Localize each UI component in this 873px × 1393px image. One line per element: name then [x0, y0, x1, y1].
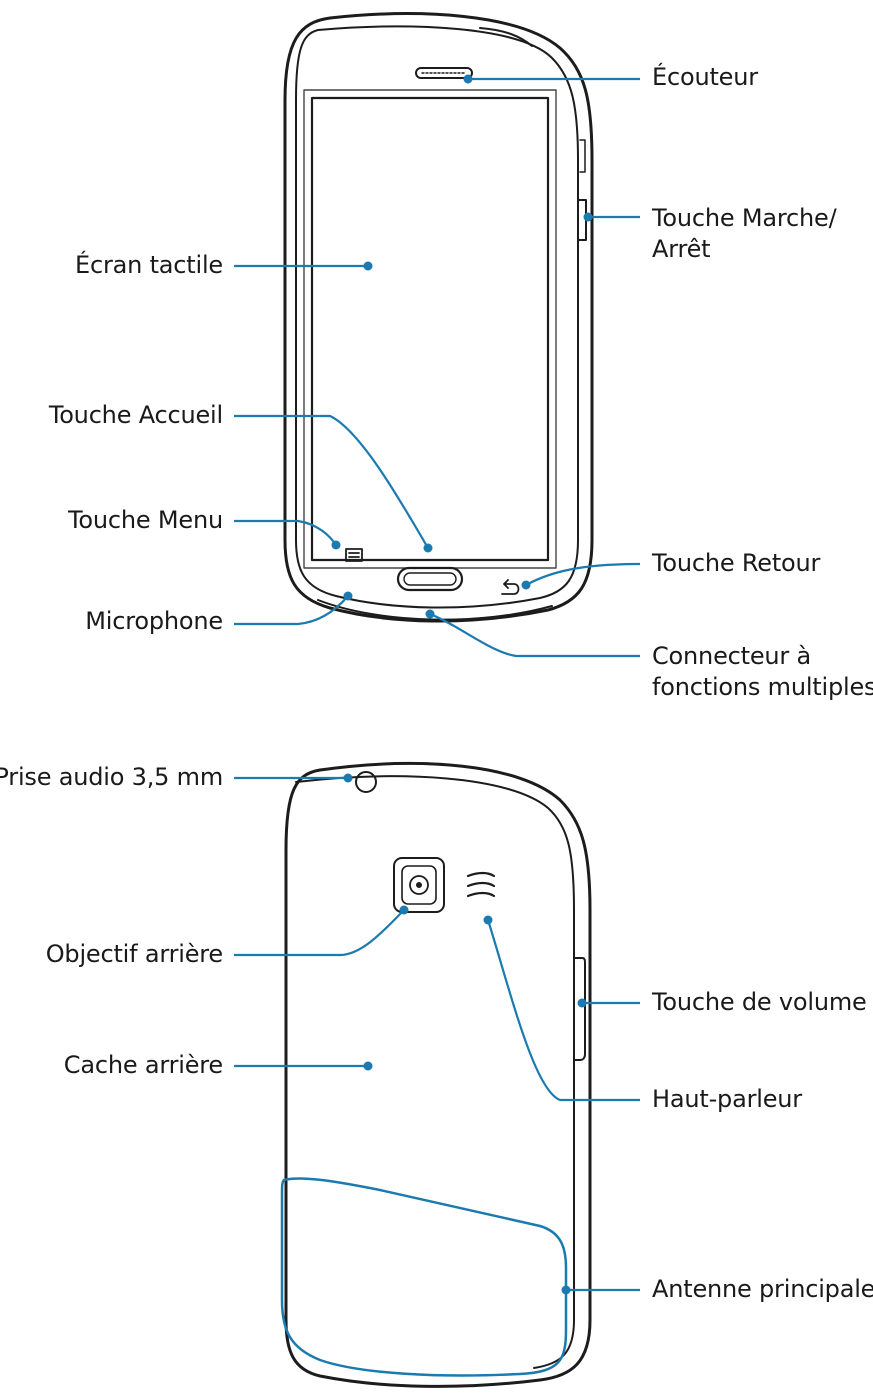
audio-jack-icon: [355, 771, 377, 793]
front-phone: [283, 12, 594, 623]
label-marche-arret: Touche Marche/ Arrêt: [652, 203, 837, 265]
leader-haut-parleur: [486, 919, 640, 1102]
back-leader-dots: [343, 773, 587, 1295]
touchscreen: [310, 96, 550, 562]
label-microphone-text: Microphone: [85, 607, 223, 635]
leader-connecteur: [429, 612, 640, 658]
back-leader-lines: [234, 776, 640, 1292]
label-volume: Touche de volume: [652, 987, 867, 1018]
front-bottom-edge: [317, 599, 553, 621]
back-body-outline: [284, 762, 592, 1388]
leader-microphone: [234, 595, 349, 626]
label-menu: Touche Menu: [68, 505, 223, 536]
earpiece-icon: [415, 67, 473, 79]
front-leader-dots: [331, 74, 593, 619]
label-ecouteur: Écouteur: [652, 62, 758, 93]
label-connecteur-line1: Connecteur à: [652, 642, 812, 670]
front-bezel: [295, 25, 579, 609]
label-antenne-text: Antenne principale: [652, 1275, 873, 1303]
rear-camera-icon: [393, 857, 445, 913]
label-marche-arret-line1: Touche Marche/: [652, 204, 837, 232]
label-ecran: Écran tactile: [75, 250, 223, 281]
front-body-outline: [283, 12, 594, 623]
touchscreen-glass: [303, 89, 557, 569]
front-top-edge: [479, 27, 533, 47]
label-prise-audio-text: Prise audio 3,5 mm: [0, 763, 223, 791]
leader-accueil: [234, 414, 429, 549]
front-leader-lines: [234, 77, 641, 658]
leader-objectif: [234, 909, 405, 957]
label-antenne: Antenne principale: [652, 1274, 873, 1305]
label-objectif-text: Objectif arrière: [45, 940, 223, 968]
label-volume-text: Touche de volume: [652, 988, 867, 1016]
home-key-icon: [396, 566, 464, 592]
speaker-grille-icon: [466, 871, 496, 898]
label-ecouteur-text: Écouteur: [652, 63, 758, 91]
label-connecteur-line2: fonctions multiples: [652, 673, 873, 701]
leader-retour: [525, 562, 641, 586]
back-key-icon: [501, 579, 520, 595]
label-cache-text: Cache arrière: [63, 1051, 223, 1079]
label-prise-audio: Prise audio 3,5 mm: [0, 762, 223, 793]
menu-key-icon: [345, 548, 363, 562]
back-inner-outline: [295, 775, 575, 1369]
label-menu-text: Touche Menu: [68, 506, 223, 534]
label-retour: Touche Retour: [652, 548, 820, 579]
label-objectif: Objectif arrière: [46, 939, 223, 970]
label-cache: Cache arrière: [64, 1050, 223, 1081]
back-phone: [284, 762, 592, 1388]
label-retour-text: Touche Retour: [652, 549, 821, 577]
label-accueil: Touche Accueil: [49, 400, 223, 431]
volume-key-shape: [573, 957, 586, 1061]
label-connecteur: Connecteur à fonctions multiples: [652, 641, 873, 703]
label-marche-arret-line2: Arrêt: [652, 235, 711, 263]
main-antenna-outline: [280, 1177, 568, 1377]
label-haut-parleur: Haut-parleur: [652, 1084, 802, 1115]
label-accueil-text: Touche Accueil: [48, 401, 223, 429]
label-microphone: Microphone: [85, 606, 223, 637]
label-haut-parleur-text: Haut-parleur: [652, 1085, 802, 1113]
label-ecran-text: Écran tactile: [75, 251, 223, 279]
